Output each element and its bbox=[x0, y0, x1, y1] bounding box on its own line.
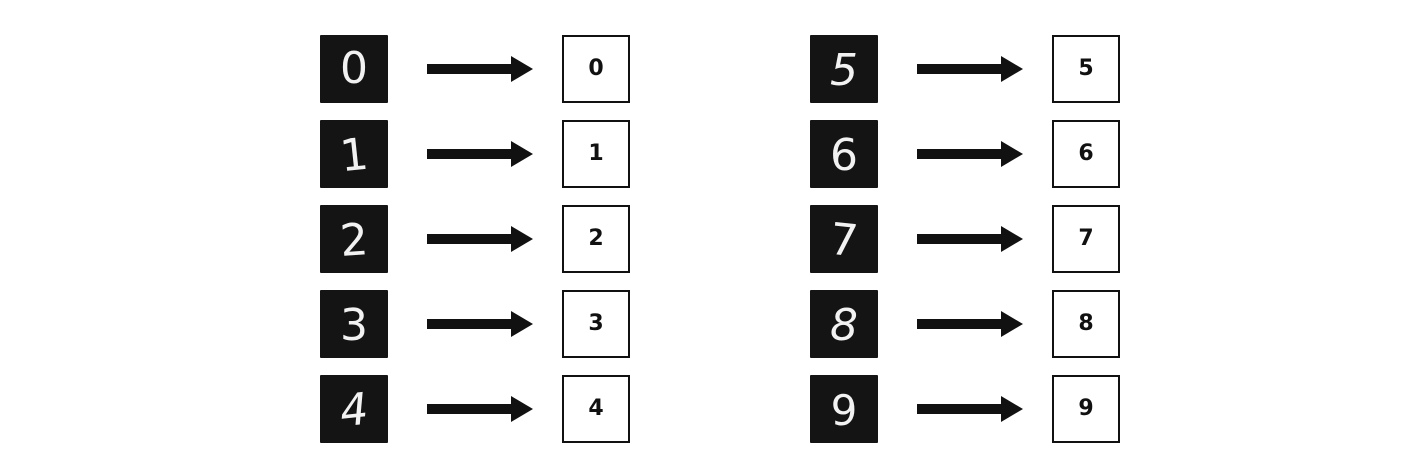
arrow-icon bbox=[427, 311, 533, 337]
handwritten-digit-image-5: 5 bbox=[810, 35, 878, 103]
digit-label: 5 bbox=[1078, 56, 1094, 81]
handwritten-digit-image-4: 4 bbox=[320, 375, 388, 443]
arrow-icon bbox=[917, 311, 1023, 337]
digit-label-box-3: 3 bbox=[562, 290, 630, 358]
handwritten-digit-image-2: 2 bbox=[320, 205, 388, 273]
handwritten-digit-glyph: 6 bbox=[830, 130, 858, 181]
digit-pair-1: 1 1 bbox=[320, 120, 640, 188]
digit-pair-6: 6 6 bbox=[810, 120, 1130, 188]
handwritten-digit-glyph: 2 bbox=[338, 214, 369, 267]
digit-label: 1 bbox=[588, 141, 604, 166]
arrow-icon bbox=[917, 56, 1023, 82]
handwritten-digit-image-0: 0 bbox=[320, 35, 388, 103]
handwritten-digit-image-3: 3 bbox=[320, 290, 388, 358]
arrow-icon bbox=[917, 396, 1023, 422]
digit-pair-9: 9 9 bbox=[810, 375, 1130, 443]
handwritten-digit-image-1: 1 bbox=[320, 120, 388, 188]
arrow-icon bbox=[917, 226, 1023, 252]
digit-label: 9 bbox=[1078, 396, 1094, 421]
digit-label: 3 bbox=[588, 311, 604, 336]
digit-label-box-2: 2 bbox=[562, 205, 630, 273]
digit-label-box-9: 9 bbox=[1052, 375, 1120, 443]
digit-label-box-0: 0 bbox=[562, 35, 630, 103]
digit-label-box-1: 1 bbox=[562, 120, 630, 188]
handwritten-digit-glyph: 1 bbox=[338, 129, 371, 183]
arrow-icon bbox=[427, 56, 533, 82]
digit-pair-3: 3 3 bbox=[320, 290, 640, 358]
arrow-icon bbox=[427, 226, 533, 252]
digit-pair-7: 7 7 bbox=[810, 205, 1130, 273]
arrow-icon bbox=[917, 141, 1023, 167]
digit-label: 6 bbox=[1078, 141, 1094, 166]
handwritten-digit-image-8: 8 bbox=[810, 290, 878, 358]
handwritten-digit-image-9: 9 bbox=[810, 375, 878, 443]
handwritten-digit-glyph: 3 bbox=[340, 300, 368, 351]
digit-pair-0: 0 0 bbox=[320, 35, 640, 103]
handwritten-digit-image-7: 7 bbox=[810, 205, 878, 273]
handwritten-digit-glyph: 5 bbox=[830, 45, 858, 96]
handwritten-digit-glyph: 4 bbox=[338, 384, 371, 438]
handwritten-digit-glyph: 7 bbox=[827, 214, 860, 268]
digit-pair-2: 2 2 bbox=[320, 205, 640, 273]
digit-label-box-5: 5 bbox=[1052, 35, 1120, 103]
digit-label: 4 bbox=[588, 396, 604, 421]
digit-label-box-7: 7 bbox=[1052, 205, 1120, 273]
digit-label: 8 bbox=[1078, 311, 1094, 336]
digit-label: 2 bbox=[588, 226, 604, 251]
digit-pair-8: 8 8 bbox=[810, 290, 1130, 358]
handwritten-digit-glyph: 8 bbox=[830, 300, 858, 351]
digit-label-box-6: 6 bbox=[1052, 120, 1120, 188]
handwritten-digit-image-6: 6 bbox=[810, 120, 878, 188]
handwritten-digit-glyph: 9 bbox=[831, 386, 858, 435]
digit-pair-4: 4 4 bbox=[320, 375, 640, 443]
arrow-icon bbox=[427, 141, 533, 167]
digit-label: 0 bbox=[588, 56, 604, 81]
handwritten-digit-glyph: 0 bbox=[340, 43, 368, 94]
arrow-icon bbox=[427, 396, 533, 422]
digit-label: 7 bbox=[1078, 226, 1094, 251]
digit-pair-5: 5 5 bbox=[810, 35, 1130, 103]
digit-label-box-4: 4 bbox=[562, 375, 630, 443]
digit-label-box-8: 8 bbox=[1052, 290, 1120, 358]
